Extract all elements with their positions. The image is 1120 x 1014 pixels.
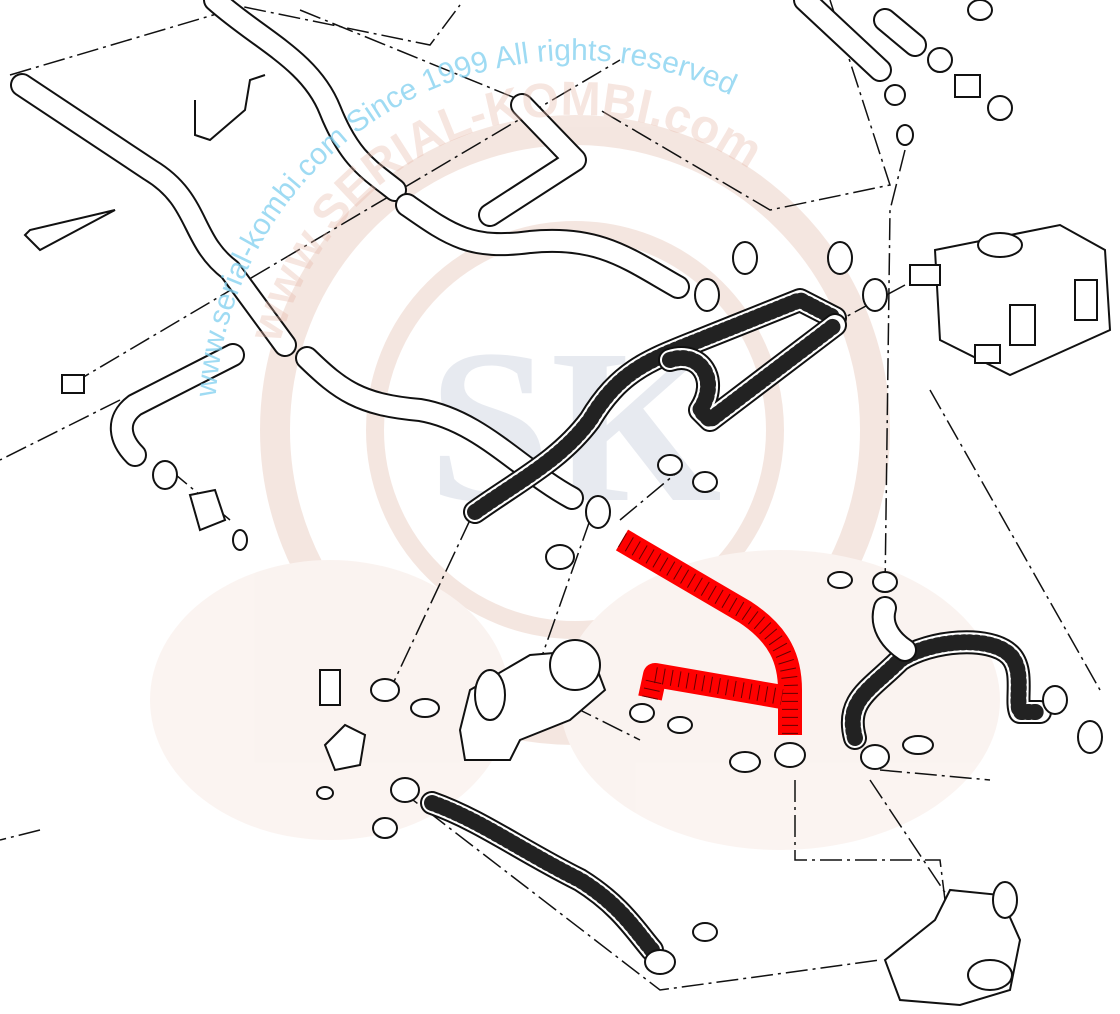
dotted-hoses xyxy=(420,288,1052,962)
outlet-fittings xyxy=(61,374,367,800)
coolant-reservoir xyxy=(909,223,1112,377)
hose-clamps xyxy=(152,0,1103,975)
thermostat-housing xyxy=(883,881,1022,1007)
leader-lines xyxy=(0,0,1101,991)
pump-housing xyxy=(458,639,607,761)
highlighted-hose xyxy=(615,529,802,735)
hoses xyxy=(10,0,927,510)
